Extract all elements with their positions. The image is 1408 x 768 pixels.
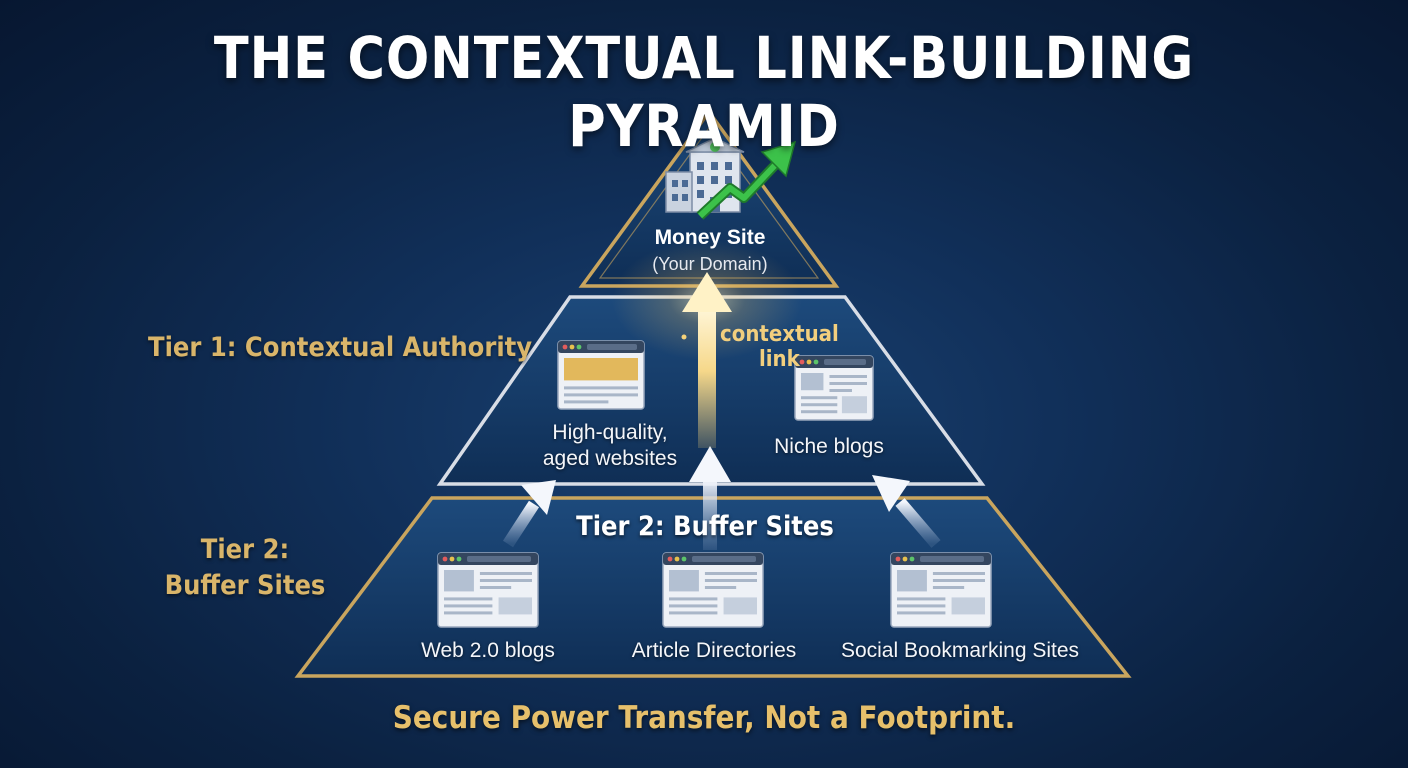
- tagline: Secure Power Transfer, Not a Footprint.: [392, 700, 1016, 736]
- contextual-link-label: contextual link: [720, 322, 839, 372]
- browser-window-icon: [662, 552, 764, 628]
- tier1-item-line2: aged websites: [542, 447, 678, 470]
- tier1-item-niche-blogs: Niche blogs: [749, 434, 909, 460]
- link-arrow-icon: [689, 446, 731, 550]
- tier1-item-aged-websites: High-quality, aged websites: [520, 420, 700, 472]
- tier2-item-article-directories: Article Directories: [631, 639, 797, 662]
- tier2-side-label-line1: Tier 2:: [200, 534, 290, 565]
- page-title: THE CONTEXTUAL LINK-BUILDING PYRAMID: [213, 24, 1195, 160]
- browser-window-icon: [794, 355, 874, 421]
- browser-window-icon: [557, 340, 645, 410]
- money-site-subtitle: (Your Domain): [652, 254, 768, 274]
- tier2-item-social-bookmarking: Social Bookmarking Sites: [840, 639, 1080, 662]
- growth-arrow-icon: [696, 140, 797, 220]
- link-arrow-icon: [872, 475, 941, 548]
- contextual-link-arrow-icon: [682, 272, 732, 448]
- tier2-center-label: Tier 2: Buffer Sites: [576, 511, 834, 542]
- tier1-item-line1: High-quality,: [552, 421, 668, 444]
- browser-window-icon: [890, 552, 992, 628]
- contextual-link-line2: link: [758, 347, 800, 372]
- link-arrow-icon: [502, 480, 556, 548]
- tier1-side-label: Tier 1: Contextual Authority: [148, 332, 533, 363]
- tier1-item-line1: Niche blogs: [774, 435, 884, 458]
- browser-window-icon: [437, 552, 539, 628]
- tier2-side-label: Tier 2: Buffer Sites: [155, 532, 335, 604]
- contextual-link-line1: contextual: [720, 322, 839, 347]
- money-site-label: Money Site: [654, 226, 766, 249]
- tier2-item-web20-blogs: Web 2.0 blogs: [421, 639, 555, 662]
- tier2-side-label-line2: Buffer Sites: [164, 570, 326, 601]
